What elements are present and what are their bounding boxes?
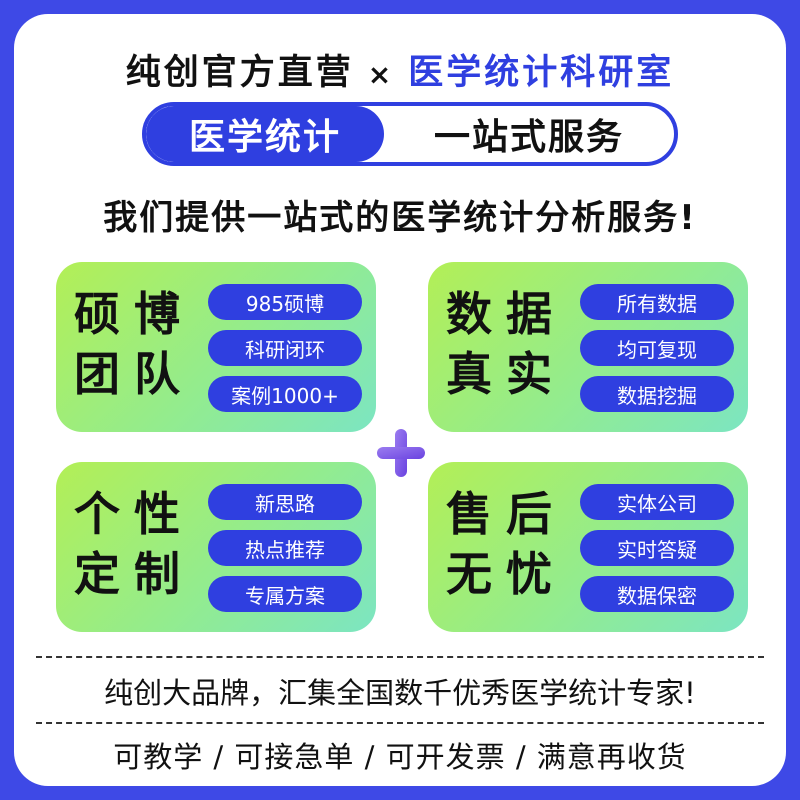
feature-card-data: 数据 真实 所有数据 均可复现 数据挖掘 bbox=[428, 262, 748, 432]
feature-tag: 实时答疑 bbox=[580, 530, 734, 566]
feature-tag: 985硕博 bbox=[208, 284, 362, 320]
card-title: 硕博 团队 bbox=[74, 284, 202, 404]
footer-services: 可教学 / 可接急单 / 可开发票 / 满意再收货 bbox=[113, 740, 687, 774]
header-left: 纯创官方直营 bbox=[125, 53, 354, 93]
header-title: 纯创官方直营 × 医学统计科研室 bbox=[14, 44, 786, 95]
card-title-line: 定制 bbox=[74, 547, 194, 601]
feature-tag: 均可复现 bbox=[580, 330, 734, 366]
service-pill: 医学统计 一站式服务 bbox=[142, 102, 678, 166]
feature-tag: 所有数据 bbox=[580, 284, 734, 320]
feature-card-aftersales: 售后 无忧 实体公司 实时答疑 数据保密 bbox=[428, 462, 748, 632]
times-icon: × bbox=[367, 58, 395, 91]
feature-tag: 数据保密 bbox=[580, 576, 734, 612]
card-tags: 实体公司 实时答疑 数据保密 bbox=[580, 484, 734, 622]
plus-icon bbox=[377, 429, 425, 477]
header-brand: 医学统计科研室 bbox=[408, 53, 675, 93]
card-title-line: 硕博 bbox=[74, 287, 194, 341]
card-tags: 新思路 热点推荐 专属方案 bbox=[208, 484, 362, 622]
feature-card-custom: 个性 定制 新思路 热点推荐 专属方案 bbox=[56, 462, 376, 632]
feature-tag: 热点推荐 bbox=[208, 530, 362, 566]
card-title: 售后 无忧 bbox=[446, 484, 574, 604]
card-tags: 985硕博 科研闭环 案例1000+ bbox=[208, 284, 362, 422]
card-title-line: 个性 bbox=[74, 487, 194, 541]
footer-slogan: 纯创大品牌，汇集全国数千优秀医学统计专家! bbox=[104, 676, 696, 710]
feature-tag: 专属方案 bbox=[208, 576, 362, 612]
divider bbox=[36, 722, 764, 724]
pill-left-label: 医学统计 bbox=[146, 106, 384, 162]
card-title-line: 真实 bbox=[446, 347, 566, 401]
feature-tag: 科研闭环 bbox=[208, 330, 362, 366]
divider bbox=[36, 656, 764, 658]
card-title: 个性 定制 bbox=[74, 484, 202, 604]
card-title-line: 团队 bbox=[74, 347, 194, 401]
feature-tag: 数据挖掘 bbox=[580, 376, 734, 412]
feature-tag: 案例1000+ bbox=[208, 376, 362, 412]
feature-tag: 新思路 bbox=[208, 484, 362, 520]
feature-card-team: 硕博 团队 985硕博 科研闭环 案例1000+ bbox=[56, 262, 376, 432]
card-title-line: 无忧 bbox=[446, 547, 566, 601]
pill-right-label: 一站式服务 bbox=[433, 117, 624, 158]
card-title-line: 售后 bbox=[446, 487, 566, 541]
card-tags: 所有数据 均可复现 数据挖掘 bbox=[580, 284, 734, 422]
card-title: 数据 真实 bbox=[446, 284, 574, 404]
feature-tag: 实体公司 bbox=[580, 484, 734, 520]
poster-frame: 纯创官方直营 × 医学统计科研室 医学统计 一站式服务 我们提供一站式的医学统计分析… bbox=[14, 14, 786, 786]
tagline: 我们提供一站式的医学统计分析服务! bbox=[103, 198, 697, 238]
card-title-line: 数据 bbox=[446, 287, 566, 341]
